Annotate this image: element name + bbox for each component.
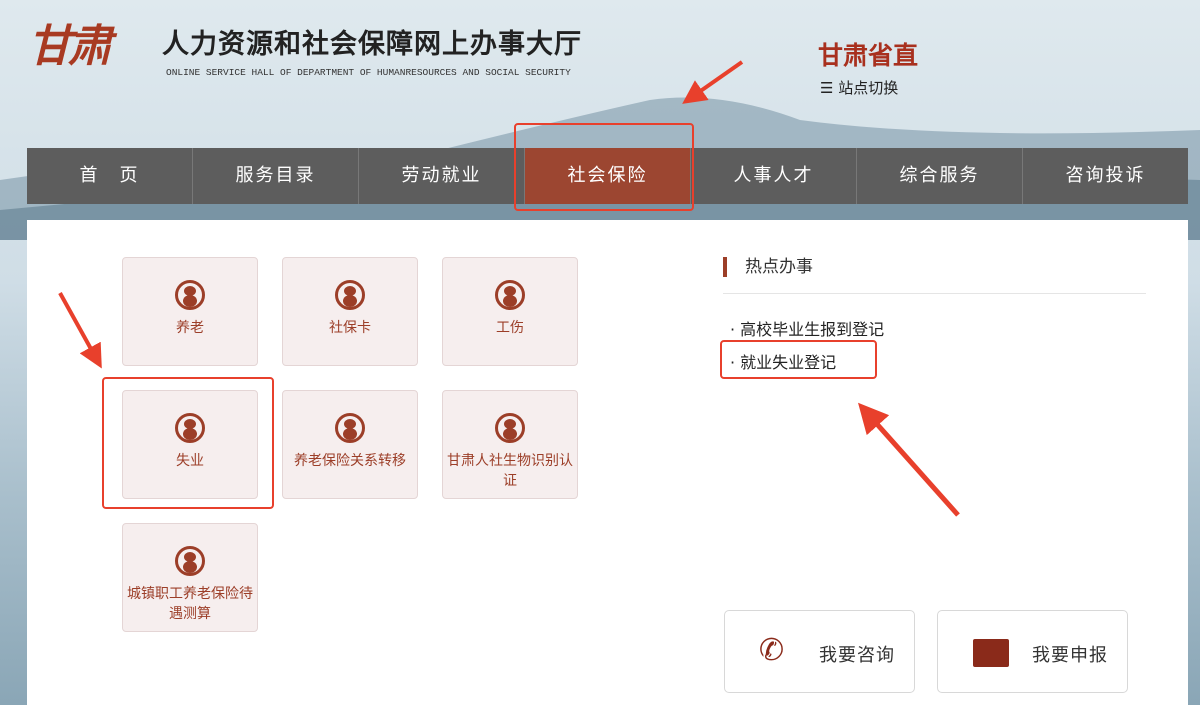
- nav-home[interactable]: 首 页: [27, 148, 193, 204]
- nav-employment[interactable]: 劳动就业: [359, 148, 525, 204]
- tile-label: 甘肃人社生物识别认证: [447, 453, 573, 489]
- tile-pension-transfer[interactable]: 养老保险关系转移: [282, 390, 418, 499]
- tile-pension-calc[interactable]: 城镇职工养老保险待遇测算: [122, 523, 258, 632]
- annotation-box: [102, 377, 274, 509]
- tile-work-injury[interactable]: 工伤: [442, 257, 578, 366]
- site-switch-label: 站点切换: [838, 79, 899, 97]
- person-icon: [175, 280, 205, 310]
- tile-social-card[interactable]: 社保卡: [282, 257, 418, 366]
- nav-personnel[interactable]: 人事人才: [691, 148, 857, 204]
- person-icon: [495, 413, 525, 443]
- annotation-box: [720, 340, 877, 379]
- hot-title: 热点办事: [723, 257, 813, 277]
- consult-label: 我要咨询: [819, 645, 895, 666]
- tile-biometric-auth[interactable]: 甘肃人社生物识别认证: [442, 390, 578, 499]
- person-icon: [495, 280, 525, 310]
- site-subtitle: ONLINE SERVICE HALL OF DEPARTMENT OF HUM…: [166, 67, 571, 78]
- tile-label: 失业: [176, 453, 204, 469]
- tile-label: 社保卡: [329, 320, 371, 336]
- logo[interactable]: 甘肃: [28, 21, 112, 72]
- mail-icon: [973, 639, 1009, 667]
- hot-item[interactable]: · 高校毕业生报到登记: [730, 320, 885, 339]
- hot-item-link[interactable]: 高校毕业生报到登记: [740, 320, 885, 339]
- person-icon: [175, 413, 205, 443]
- annotation-box: [514, 123, 694, 211]
- nav-consult-complaint[interactable]: 咨询投诉: [1065, 165, 1146, 186]
- nav-service-catalog[interactable]: 服务目录: [193, 148, 359, 204]
- nav-general-services[interactable]: 综合服务: [857, 148, 1023, 204]
- hot-item-link[interactable]: 就业失业登记: [740, 353, 837, 372]
- hot-item[interactable]: · 就业失业登记: [730, 353, 837, 372]
- hot-section-header: 热点办事: [723, 257, 1146, 294]
- site-title: 人力资源和社会保障网上办事大厅: [162, 29, 582, 60]
- declare-label: 我要申报: [1032, 645, 1108, 666]
- province-name: 甘肃省直: [818, 41, 919, 70]
- tile-unemployment[interactable]: 失业: [122, 390, 258, 499]
- person-icon: [335, 280, 365, 310]
- person-icon: [175, 546, 205, 576]
- phone-icon: ✆: [759, 633, 785, 668]
- menu-icon: ☰: [820, 79, 839, 97]
- tile-label: 城镇职工养老保险待遇测算: [127, 586, 253, 622]
- site-switch-link[interactable]: ☰ 站点切换: [820, 77, 898, 98]
- tile-pension[interactable]: 养老: [122, 257, 258, 366]
- tile-label: 养老保险关系转移: [294, 453, 406, 469]
- nav-social-insurance[interactable]: 社会保险: [525, 148, 691, 204]
- tile-label: 工伤: [496, 320, 524, 336]
- tile-label: 养老: [176, 320, 204, 336]
- main-nav: 首 页 服务目录 劳动就业 社会保险 人事人才 综合服务 咨询投诉: [27, 148, 1188, 204]
- consult-button[interactable]: ✆ 我要咨询: [724, 610, 915, 693]
- person-icon: [335, 413, 365, 443]
- declare-button[interactable]: 我要申报: [937, 610, 1128, 693]
